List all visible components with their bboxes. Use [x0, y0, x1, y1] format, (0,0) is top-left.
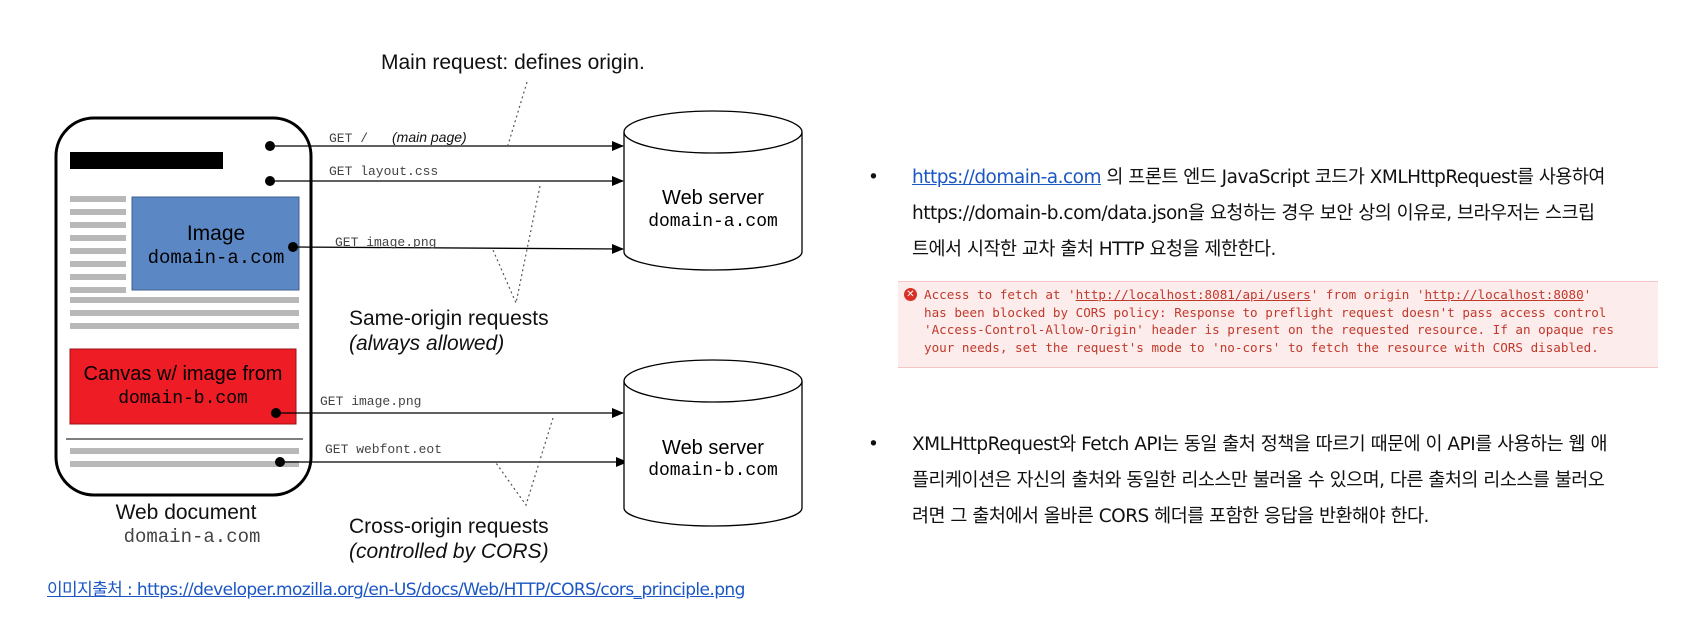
bullet-2-line-1: XMLHttpRequest와 Fetch API는 동일 출처 정책을 따르기…	[912, 434, 1607, 455]
bullet-1-line-1: 의 프론트 엔드 JavaScript 코드가 XMLHttpRequest를 …	[1101, 167, 1605, 188]
cross-origin-pointers	[495, 417, 554, 507]
server-b-cylinder	[623, 359, 803, 527]
image-box	[131, 196, 300, 291]
canvas-box-domain: domain-b.com	[118, 389, 248, 409]
req-image-a-label: GET image.png	[335, 235, 436, 250]
web-document-title: Web document	[116, 501, 257, 524]
domain-a-link[interactable]: https://domain-a.com	[912, 167, 1102, 188]
req-main-note: (main page)	[392, 129, 467, 145]
bullet-dot: •	[868, 434, 879, 455]
explanation-bullets: • https://domain-a.com 의 프론트 엔드 JavaScri…	[868, 160, 1668, 535]
cross-origin-note: (controlled by CORS)	[349, 540, 549, 563]
cross-origin-title: Cross-origin requests	[349, 515, 549, 538]
canvas-box-title: Canvas w/ image from	[84, 363, 283, 385]
bullet-1-line-3: 트에서 시작한 교차 출처 HTTP 요청을 제한한다.	[912, 239, 1276, 260]
bullet-2-line-3: 려면 그 출처에서 올바른 CORS 헤더를 포함한 응답을 반환해야 한다.	[912, 506, 1429, 527]
main-request-label: Main request: defines origin.	[381, 51, 645, 74]
document-text-lines-bottom	[70, 448, 299, 467]
bullet-1-line-2: https://domain-b.com/data.json을 요청하는 경우 …	[912, 203, 1595, 224]
image-source-link[interactable]: 이미지출처 : https://developer.mozilla.org/en…	[47, 580, 745, 600]
error-icon: ✕	[904, 288, 917, 301]
server-a-cylinder	[623, 110, 803, 271]
same-origin-pointers	[492, 185, 541, 305]
web-document-domain: domain-a.com	[124, 526, 261, 548]
console-error-text: Access to fetch at 'http://localhost:808…	[924, 287, 1614, 355]
error-url-2[interactable]: http://localhost:8080	[1424, 287, 1584, 302]
canvas-box	[69, 348, 297, 425]
console-error-box: ✕ Access to fetch at 'http://localhost:8…	[898, 281, 1658, 368]
server-b-title: Web server	[662, 437, 764, 459]
main-request-pointer	[507, 81, 528, 146]
request-origin-dots	[265, 141, 298, 467]
req-layout-label: GET layout.css	[329, 164, 438, 179]
bullet-2-line-2: 플리케이션은 자신의 출처와 동일한 리소스만 불러올 수 있으며, 다른 출처…	[912, 470, 1605, 491]
image-box-title: Image	[187, 222, 245, 245]
error-url-1[interactable]: http://localhost:8081/api/users	[1075, 287, 1311, 302]
request-arrows	[270, 141, 628, 467]
bullet-2: • XMLHttpRequest와 Fetch API는 동일 출처 정책을 따…	[868, 427, 1668, 535]
server-a-domain: domain-a.com	[648, 212, 778, 232]
bullet-1: • https://domain-a.com 의 프론트 엔드 JavaScri…	[868, 160, 1668, 268]
same-origin-note: (always allowed)	[349, 332, 504, 355]
cors-diagram: Main request: defines origin. Image doma…	[54, 51, 803, 563]
server-a-title: Web server	[662, 187, 764, 209]
same-origin-title: Same-origin requests	[349, 307, 549, 330]
arrow-image-a	[292, 243, 624, 254]
bullet-dot: •	[868, 167, 879, 188]
req-image-b-label: GET image.png	[320, 394, 421, 409]
req-main-label: GET /	[329, 131, 368, 146]
image-box-domain: domain-a.com	[148, 247, 285, 269]
server-b-domain: domain-b.com	[648, 461, 778, 481]
req-webfont-label: GET webfont.eot	[325, 442, 442, 457]
document-text-lines-top	[70, 196, 299, 329]
document-header-bar	[70, 152, 223, 169]
